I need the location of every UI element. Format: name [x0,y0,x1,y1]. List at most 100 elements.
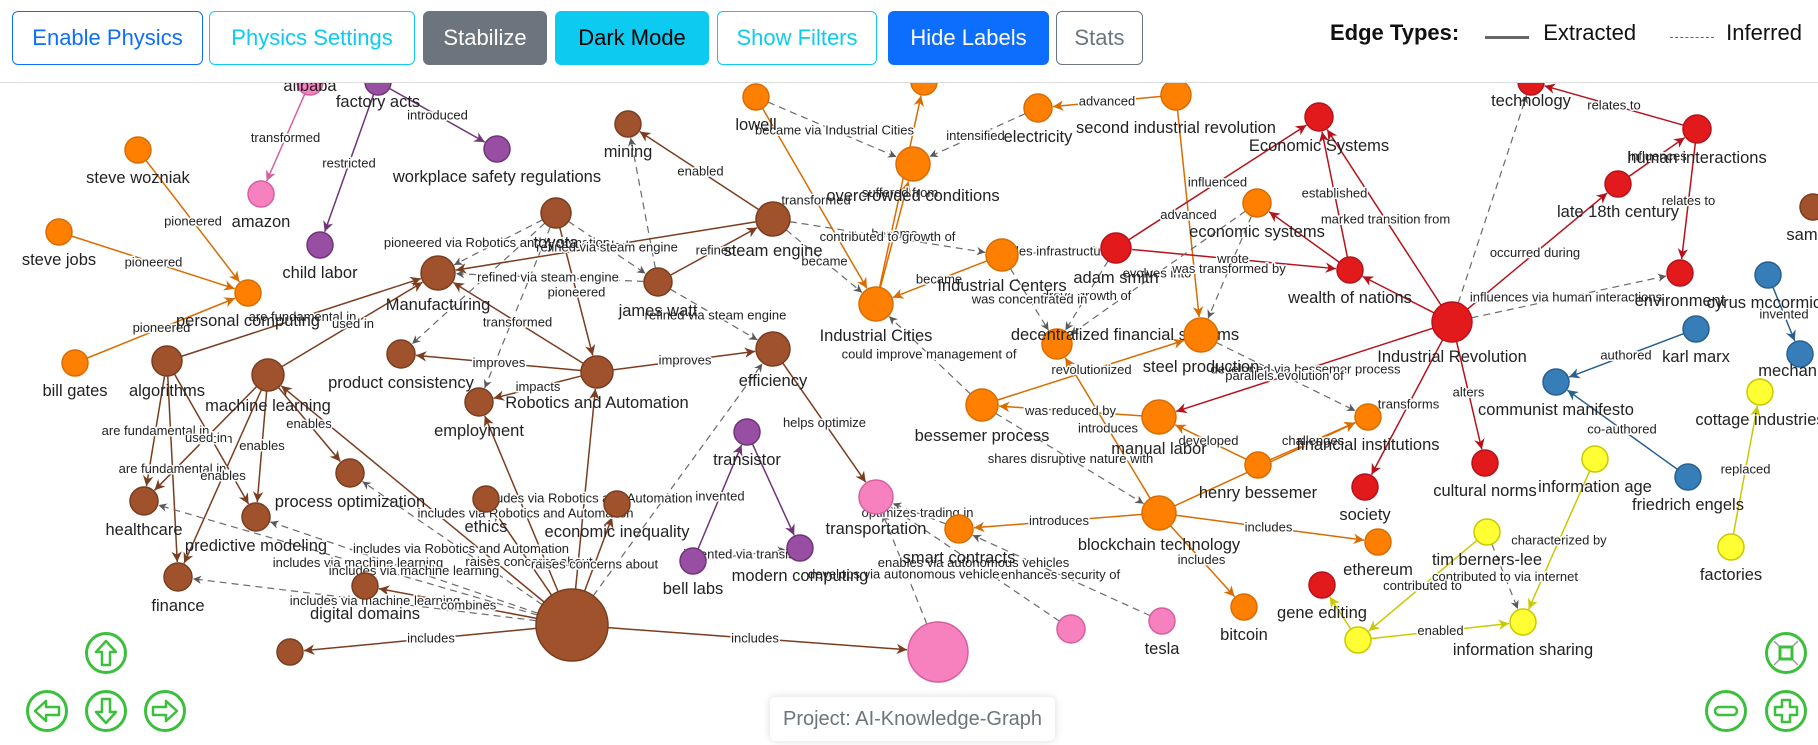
graph-node[interactable]: electricity [1004,93,1074,146]
graph-node[interactable]: mining [604,110,653,161]
graph-node[interactable]: henry bessemer [1199,451,1318,502]
node-circle[interactable] [1354,403,1382,431]
graph-node[interactable]: steve jobs [22,218,96,269]
node-circle[interactable] [1230,593,1258,621]
graph-node[interactable]: economic inequality [545,490,691,541]
node-circle[interactable] [1431,301,1473,343]
graph-node[interactable]: economic systems [1189,188,1325,241]
node-circle[interactable] [241,502,271,532]
graph-node[interactable]: finance [151,562,205,615]
graph-node[interactable]: machine learning [205,358,331,415]
node-circle[interactable] [985,238,1019,272]
graph-node[interactable]: friedrich engels [1632,463,1744,514]
graph-node[interactable]: bill gates [42,349,108,400]
graph-node[interactable]: financial institutions [1296,403,1440,454]
node-circle[interactable] [1041,328,1073,360]
node-circle[interactable] [351,572,379,600]
node-circle[interactable] [1351,473,1379,501]
graph-node[interactable]: Manufacturing [386,255,491,314]
graph-node[interactable]: technology [1491,82,1572,110]
node-circle[interactable] [1509,608,1537,636]
graph-node[interactable]: factory acts [336,82,420,111]
graph-node[interactable]: wealth of nations [1287,256,1412,307]
hide-labels-button[interactable]: Hide Labels [888,11,1049,65]
node-circle[interactable] [535,588,609,662]
graph-node[interactable]: transistor [713,418,781,469]
graph-node[interactable]: child labor [282,231,358,282]
node-circle[interactable] [540,197,572,229]
node-circle[interactable] [858,479,894,515]
graph-node[interactable]: toyota [534,197,580,252]
node-circle[interactable] [1183,317,1219,353]
graph-node[interactable]: workplace safety regulations [392,135,601,186]
graph-node[interactable]: cultural norms [1433,449,1537,500]
graph-node[interactable] [907,621,969,683]
graph-node[interactable]: employment [434,387,524,440]
graph-node[interactable]: information age [1538,445,1652,496]
graph-node[interactable]: second industrial revolution [1076,82,1276,137]
graph-node[interactable]: bessemer process [915,388,1050,445]
node-circle[interactable] [1517,82,1545,96]
node-circle[interactable] [1799,193,1818,221]
node-circle[interactable] [45,218,73,246]
graph-node[interactable]: bell labs [663,547,724,598]
graph-node[interactable]: tesla [1145,607,1181,658]
node-circle[interactable] [1056,614,1086,644]
graph-node[interactable]: blockchain technology [1078,495,1241,554]
node-circle[interactable] [61,349,89,377]
node-circle[interactable] [1160,82,1192,111]
node-circle[interactable] [1336,256,1364,284]
node-circle[interactable] [247,180,275,208]
node-circle[interactable] [464,387,494,417]
graph-node[interactable]: amazon [232,180,291,231]
graph-node[interactable]: process optimization [275,458,425,511]
zoom-in-button[interactable] [1765,690,1807,732]
node-circle[interactable] [335,458,365,488]
graph-node[interactable]: adam smith [1073,232,1159,287]
node-circle[interactable] [483,135,511,163]
graph-node[interactable]: transportation [826,479,927,538]
graph-node[interactable]: ethics [464,485,508,536]
node-circle[interactable] [1364,528,1392,556]
graph-node[interactable]: predictive modeling [185,502,327,555]
pan-up-button[interactable] [85,632,127,674]
graph-node[interactable]: cottage industries [1695,378,1818,429]
node-circle[interactable] [276,638,304,666]
dark-mode-button[interactable]: Dark Mode [555,11,709,65]
stats-button[interactable]: Stats [1056,11,1143,65]
node-circle[interactable] [733,418,761,446]
graph-node[interactable]: efficiency [739,331,808,390]
node-circle[interactable] [1141,495,1177,531]
node-circle[interactable] [910,82,938,96]
graph-node[interactable]: james watt [618,267,698,320]
node-circle[interactable] [251,358,285,392]
graph-node[interactable]: environment [1635,259,1726,310]
graph-node[interactable]: digital domains [310,572,420,623]
node-circle[interactable] [1023,93,1053,123]
node-circle[interactable] [895,146,931,182]
node-circle[interactable] [786,534,814,562]
graph-node[interactable]: information sharing [1453,608,1593,659]
node-circle[interactable] [306,231,334,259]
graph-node[interactable]: karl marx [1662,315,1731,366]
pan-down-button[interactable] [85,690,127,732]
node-circle[interactable] [1471,449,1499,477]
node-circle[interactable] [1717,533,1745,561]
node-circle[interactable] [603,490,631,518]
node-circle[interactable] [1581,445,1609,473]
graph-node[interactable]: steel production [1143,317,1260,376]
node-circle[interactable] [742,83,770,111]
pan-left-button[interactable] [26,690,68,732]
node-circle[interactable] [1604,170,1632,198]
node-circle[interactable] [755,331,791,367]
node-circle[interactable] [1244,451,1272,479]
graph-node[interactable]: mechanical [1758,340,1818,380]
graph-node[interactable]: Industrial Revolution [1377,301,1527,366]
graph-node[interactable]: steve wozniak [86,136,191,187]
node-circle[interactable] [944,514,974,544]
graph-node[interactable]: Robotics and Automation [505,355,689,412]
graph-node[interactable]: overcrowded conditions [826,146,1000,205]
node-circle[interactable] [124,136,152,164]
node-circle[interactable] [151,345,183,377]
node-circle[interactable] [580,355,614,389]
